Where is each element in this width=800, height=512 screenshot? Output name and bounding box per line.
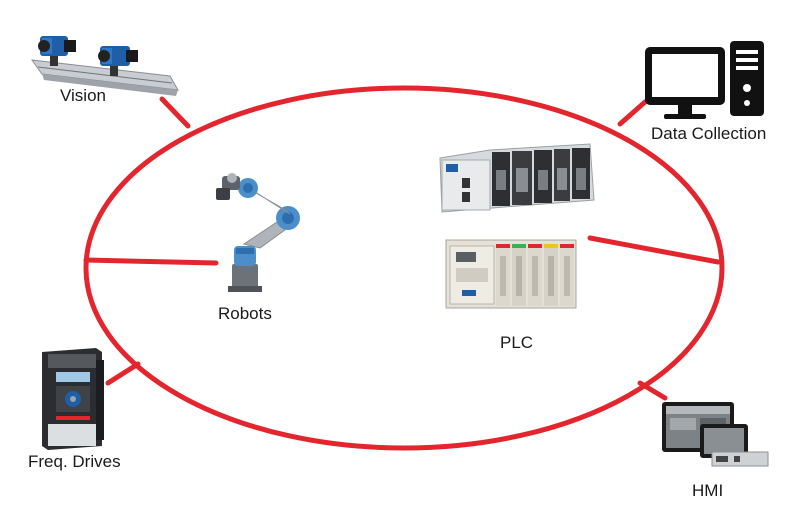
robot-arm-icon <box>216 173 300 292</box>
connector-plc <box>587 235 721 265</box>
node-label-data-collection: Data Collection <box>651 124 767 143</box>
frequency-drive-icon <box>42 348 104 450</box>
connector-vision <box>159 96 191 129</box>
connector-hmi <box>637 380 668 401</box>
connector-freq-drives <box>105 361 141 386</box>
connector-robots <box>83 257 219 266</box>
node-label-vision: Vision <box>60 86 106 105</box>
plc-rack-icon <box>445 239 577 309</box>
hmi-panel-icon <box>662 402 769 467</box>
industrial-camera-rail-icon <box>30 36 179 96</box>
connector-data-collection <box>617 99 648 127</box>
node-label-freq-drives: Freq. Drives <box>28 452 121 471</box>
node-label-plc: PLC <box>500 333 534 352</box>
plc-modules-icon <box>439 143 595 213</box>
node-label-robots: Robots <box>218 304 272 323</box>
network-ring <box>83 85 725 451</box>
desktop-computer-icon <box>645 41 764 119</box>
node-label-hmi: HMI <box>692 481 724 500</box>
